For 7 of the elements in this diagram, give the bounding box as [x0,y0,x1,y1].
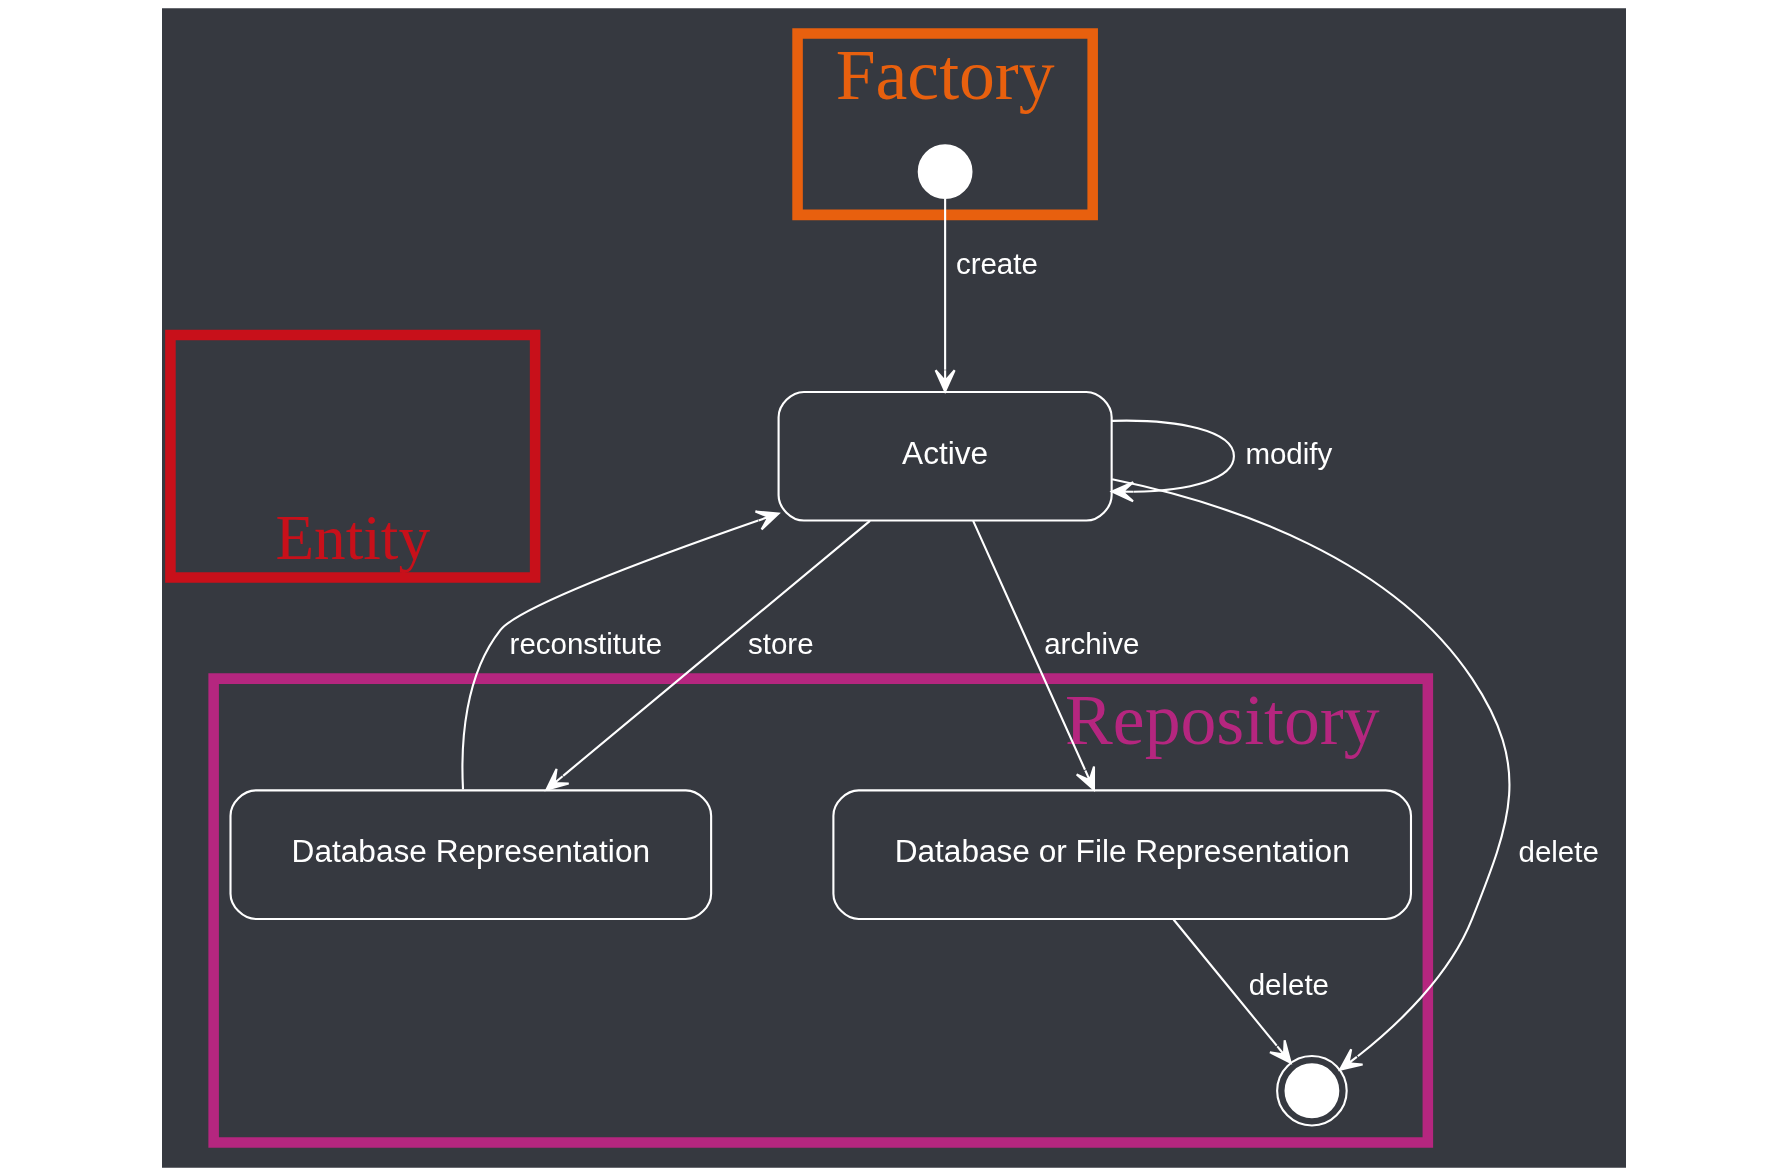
edge-label: archive [1044,626,1140,660]
edge-label: delete [1518,835,1599,869]
edge-label: store [748,626,814,660]
edge-label: modify [1245,437,1333,471]
edge-label: delete [1248,968,1330,1002]
edge-label: reconstitute [509,626,663,660]
edge-label: create [955,247,1038,281]
